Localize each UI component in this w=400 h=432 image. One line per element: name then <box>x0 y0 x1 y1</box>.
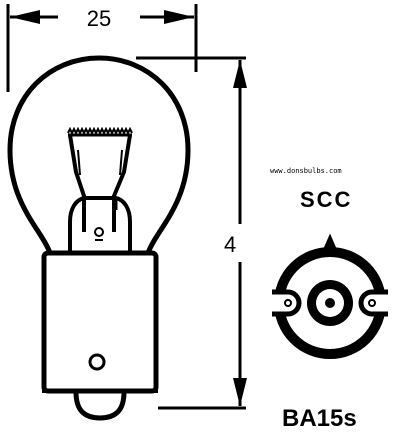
base-top-notch <box>321 233 339 253</box>
filament-coil <box>67 126 133 136</box>
height-dimension <box>136 56 247 410</box>
height-arrow-top-icon <box>233 60 247 88</box>
filament-assembly-icon <box>67 126 133 253</box>
stem-bead <box>94 227 104 237</box>
glass-envelope <box>7 55 191 254</box>
bayonet-base-end-view-icon <box>272 233 388 359</box>
lead-wire-left <box>68 134 86 232</box>
lead-wire-right <box>112 134 132 232</box>
width-dimension <box>6 4 198 92</box>
height-value: 4 <box>224 232 236 257</box>
contact-tip <box>73 391 127 421</box>
metal-base <box>41 250 159 394</box>
height-arrow-bottom-icon <box>233 378 247 406</box>
width-arrow-right-icon <box>164 10 194 24</box>
watermark-text: www.donsbulbs.com <box>270 167 342 175</box>
glass-stem <box>68 196 132 253</box>
base-code-label: BA15s <box>282 405 357 432</box>
width-value: 25 <box>87 6 111 31</box>
finish-code-label: SCC <box>300 187 352 212</box>
bayonet-pin <box>88 353 106 371</box>
bulb-side-view-icon <box>7 55 191 421</box>
center-contact-dot <box>325 298 335 308</box>
width-arrow-left-icon <box>10 10 40 24</box>
